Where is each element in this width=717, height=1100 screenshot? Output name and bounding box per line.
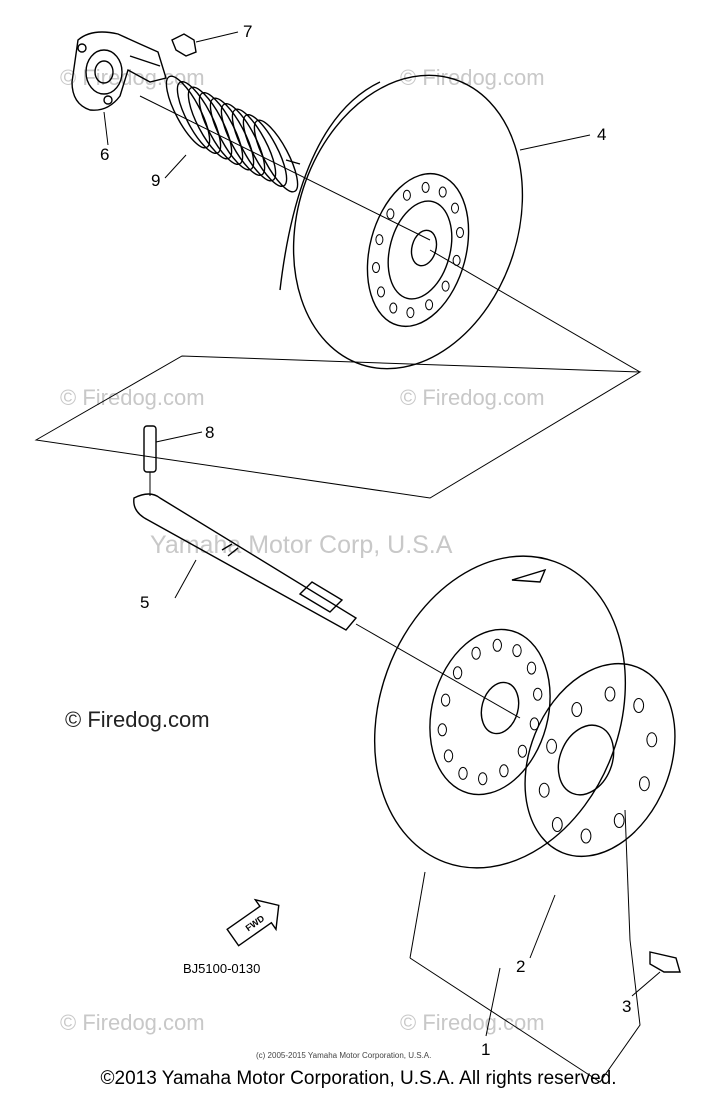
callout-6: 6 bbox=[100, 145, 109, 164]
fwd-arrow-icon: FWD bbox=[226, 898, 280, 947]
fixed-sheave bbox=[373, 555, 627, 869]
assembly-axis bbox=[139, 95, 431, 241]
cam-bracket bbox=[71, 31, 167, 146]
bolt bbox=[631, 951, 681, 997]
copyright-notice: ©2013 Yamaha Motor Corporation, U.S.A. A… bbox=[100, 1068, 617, 1089]
callouts: 1 2 3 4 5 6 7 8 9 bbox=[100, 22, 631, 1059]
callout-4: 4 bbox=[597, 125, 606, 144]
leader-line bbox=[409, 871, 426, 959]
leader-line bbox=[624, 809, 631, 941]
watermark-firedog-dark: © Firedog.com bbox=[65, 707, 210, 732]
watermark-firedog: © Firedog.com bbox=[400, 1010, 545, 1035]
watermark-firedog: © Firedog.com bbox=[400, 65, 545, 90]
spring bbox=[165, 75, 301, 193]
callout-3: 3 bbox=[622, 997, 631, 1016]
watermark-firedog: © Firedog.com bbox=[400, 385, 545, 410]
watermark-firedog: © Firedog.com bbox=[60, 65, 205, 90]
leader-line bbox=[485, 967, 501, 1037]
watermark-firedog: © Firedog.com bbox=[60, 385, 205, 410]
upper-reference-frame bbox=[34, 355, 642, 499]
watermarks: © Firedog.com © Firedog.com © Firedog.co… bbox=[60, 65, 545, 1035]
shaft bbox=[133, 493, 521, 719]
watermark-yamaha: Yamaha Motor Corp, U.S.A bbox=[150, 531, 453, 559]
callout-8: 8 bbox=[205, 423, 214, 442]
callout-9: 9 bbox=[151, 171, 160, 190]
callout-5: 5 bbox=[140, 593, 149, 612]
callout-1: 1 bbox=[481, 1040, 490, 1059]
plate bbox=[524, 662, 676, 959]
sliding-sheave bbox=[279, 74, 641, 373]
watermark-firedog: © Firedog.com bbox=[60, 1010, 205, 1035]
callout-7: 7 bbox=[243, 22, 252, 41]
pin bbox=[143, 425, 203, 496]
fitting bbox=[171, 31, 239, 57]
callout-2: 2 bbox=[516, 957, 525, 976]
lower-reference-frame bbox=[409, 939, 641, 1083]
part-code: BJ5100-0130 bbox=[183, 961, 260, 976]
copyright-small: (c) 2005-2015 Yamaha Motor Corporation, … bbox=[256, 1051, 431, 1060]
